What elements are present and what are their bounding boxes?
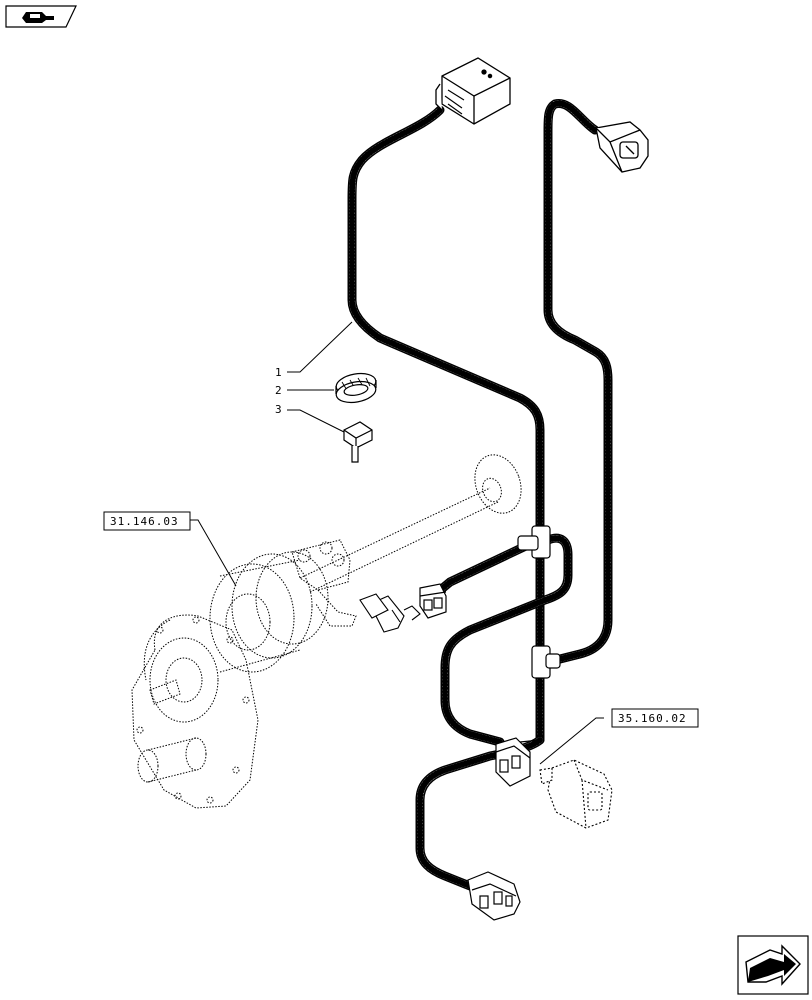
- lower-connector-b: [539, 759, 613, 829]
- cable-tie-part: [343, 421, 373, 463]
- lower-connector-a: [495, 737, 541, 787]
- right-top-connector: [595, 121, 649, 173]
- speed-sensor: [359, 593, 421, 633]
- clamp-ring-part: [335, 372, 377, 404]
- top-connector: [435, 57, 511, 125]
- bottom-connector: [467, 871, 521, 921]
- callout-leaders: [190, 321, 604, 765]
- next-page-button[interactable]: [737, 935, 809, 995]
- reference-label-31-146-03: 31.146.03: [110, 515, 179, 528]
- callout-label-1: 1: [275, 366, 282, 379]
- next-page-arrow-icon: [745, 944, 801, 986]
- mid-connector: [419, 583, 447, 619]
- gearbox-assembly: [131, 454, 522, 809]
- book-nav-button[interactable]: [5, 5, 77, 28]
- reference-link-31-146-03[interactable]: 31.146.03: [103, 511, 191, 531]
- callout-label-2: 2: [275, 384, 282, 397]
- callout-label-3: 3: [275, 403, 282, 416]
- book-arrow-icon: [22, 12, 54, 23]
- harness-junctions: [517, 525, 561, 679]
- reference-label-35-160-02: 35.160.02: [618, 712, 687, 725]
- reference-link-35-160-02[interactable]: 35.160.02: [611, 708, 699, 728]
